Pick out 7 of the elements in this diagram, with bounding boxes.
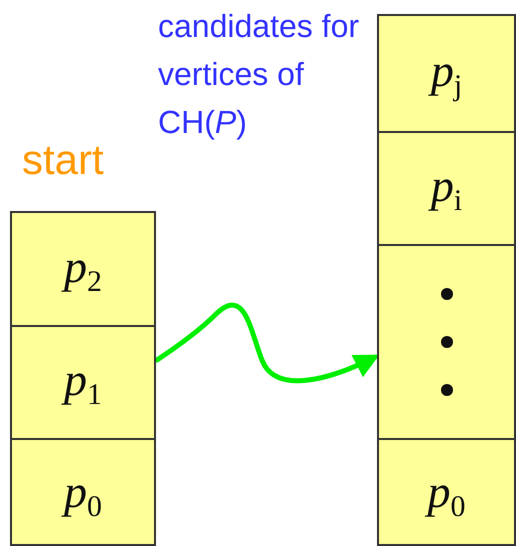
stack-heading: start xyxy=(22,136,105,184)
wavy-arrow xyxy=(154,302,380,384)
point-label: p$_{i}$ xyxy=(430,159,462,218)
stack-heading: candidates for vertices of CH(P) xyxy=(158,7,360,142)
point-label: p$_{j}$ xyxy=(430,44,462,103)
stack xyxy=(377,14,516,546)
stack xyxy=(10,211,156,546)
